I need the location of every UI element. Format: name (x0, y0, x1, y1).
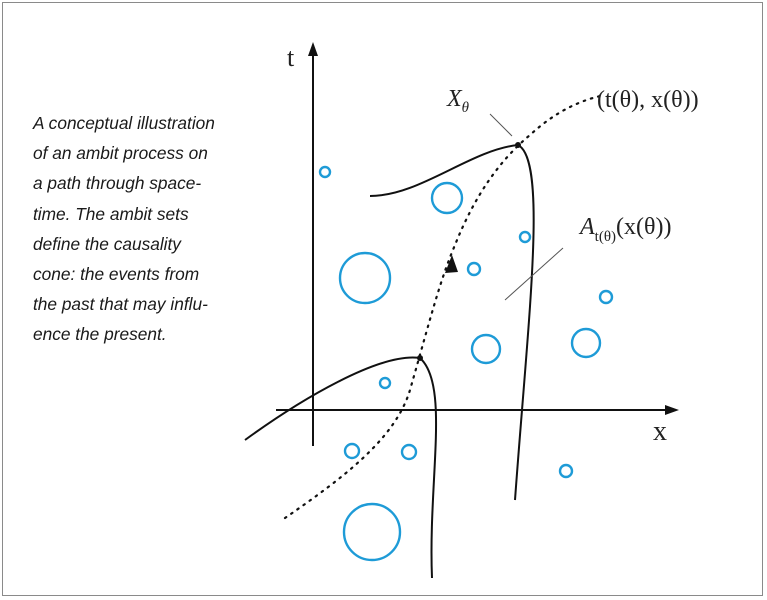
ambit-events (318, 165, 614, 562)
set-leader-line (504, 247, 564, 301)
caption-line: ence the present. (33, 324, 167, 345)
past-point (417, 355, 423, 361)
event-circle (570, 327, 602, 359)
caption-line: cone: the events from (33, 264, 200, 285)
caption-line: a path through space- (33, 173, 202, 194)
caption-line: the past that may influ- (33, 294, 208, 315)
t-axis-label: t (287, 43, 295, 72)
event-circle (343, 442, 361, 460)
path-label: (t(θ), x(θ)) (597, 87, 699, 113)
event-circle (558, 463, 574, 479)
event-circle (598, 289, 614, 305)
x-axis-label: x (653, 416, 667, 447)
x-axis-arrow-icon (665, 405, 679, 415)
caption-line: define the causality (33, 233, 181, 254)
event-circle (400, 443, 418, 461)
space-time-path (283, 93, 607, 520)
event-circle (470, 333, 502, 365)
event-circle (430, 181, 464, 215)
caption-line: of an ambit process on (33, 143, 208, 164)
event-circle (318, 165, 332, 179)
t-axis-arrow-icon (308, 42, 318, 56)
current-point (515, 142, 521, 148)
event-circle (518, 230, 532, 244)
event-circle (342, 502, 402, 562)
lower-ambit-set-boundary (244, 356, 438, 579)
caption: A conceptual illustration of an ambit pr… (33, 108, 283, 350)
caption-line: time. The ambit sets (33, 203, 189, 224)
event-circle (466, 261, 482, 277)
upper-ambit-set-boundary (369, 143, 535, 501)
set-label: At(θ)(x(θ)) (578, 214, 671, 245)
path-direction-arrow-icon (445, 255, 458, 273)
caption-line: A conceptual illustration (33, 113, 215, 133)
event-circle (338, 251, 392, 305)
event-circle (378, 376, 392, 390)
point-label: Xθ (446, 86, 470, 116)
point-leader-line (489, 113, 513, 137)
